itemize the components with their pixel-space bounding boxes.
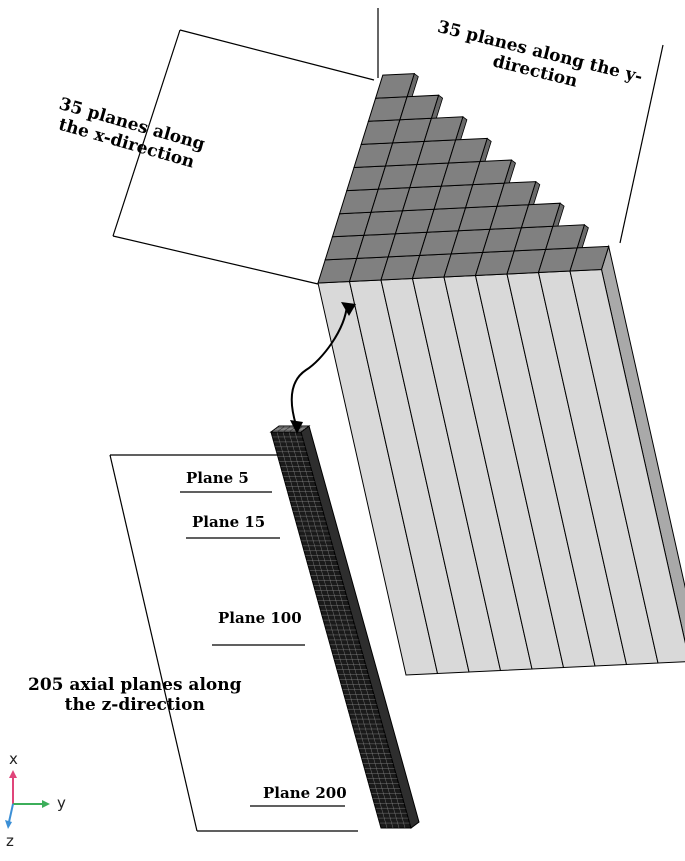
plane-5-label: Plane 5 xyxy=(186,470,249,487)
plane-200-label: Plane 200 xyxy=(263,785,347,802)
triad-y-arrowhead xyxy=(42,800,50,808)
z-direction-label: 205 axial planes along the z-direction xyxy=(28,676,242,715)
triad-z-label: z xyxy=(6,832,14,850)
z-direction-label-line-2: the z-direction xyxy=(28,696,242,716)
z-direction-label-line-1: 205 axial planes along xyxy=(28,676,242,696)
triad-z-axis xyxy=(9,804,13,822)
triad-x-arrowhead xyxy=(9,770,17,778)
plane-100-label: Plane 100 xyxy=(218,610,302,627)
fuel-column-block xyxy=(318,246,685,675)
triad-z-arrowhead xyxy=(5,820,12,829)
top-cell-grid xyxy=(318,74,609,283)
triad-y-label: y xyxy=(57,794,66,812)
plane-15-label: Plane 15 xyxy=(192,514,265,531)
triad-x-label: x xyxy=(9,750,18,768)
coordinate-triad xyxy=(5,770,50,829)
